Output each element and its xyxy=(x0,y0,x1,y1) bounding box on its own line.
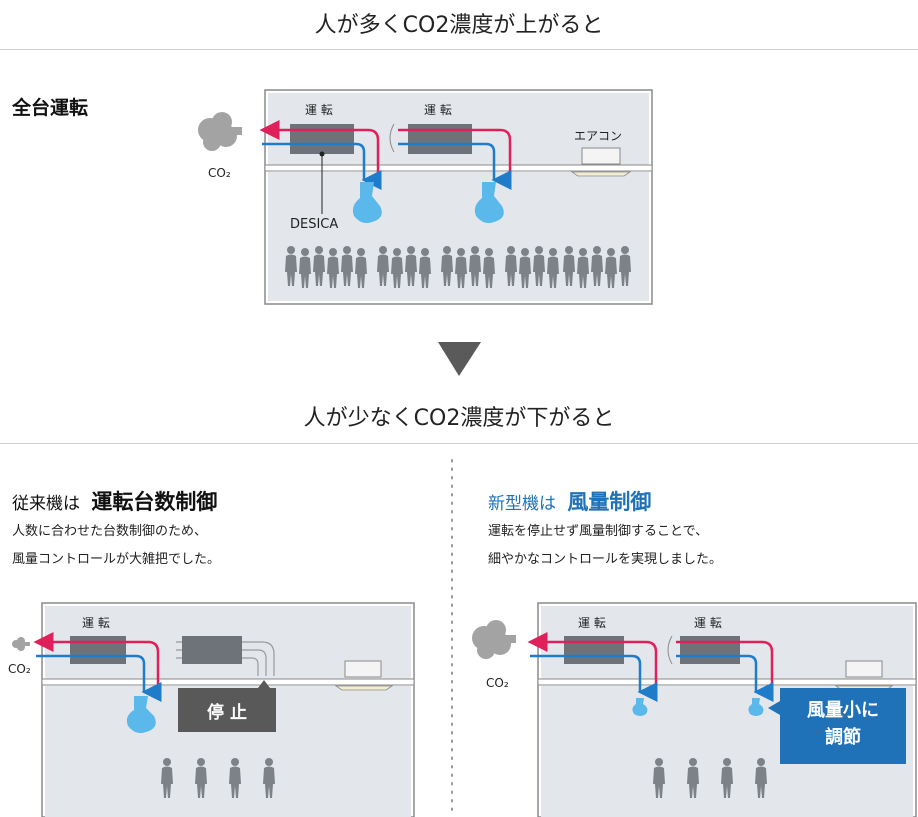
left-aircon xyxy=(334,660,394,691)
top-aircon xyxy=(570,147,632,177)
top-co2-label: CO₂ xyxy=(208,166,231,180)
right-description: 運転を停止せず風量制御することで、 細やかなコントロールを実現しました。 xyxy=(488,518,722,574)
left-desica-unit-stopped xyxy=(182,636,242,664)
top-ducts xyxy=(259,120,512,190)
desica-leader-dot xyxy=(319,151,325,157)
right-desica-unit-1 xyxy=(564,636,624,664)
left-title: 従来機は 運転台数制御 xyxy=(12,486,217,516)
down-arrow-triangle xyxy=(438,342,481,376)
left-description: 人数に合わせた台数制御のため、 風量コントロールが大雑把でした。 xyxy=(12,518,220,574)
left-title-main: 運転台数制御 xyxy=(91,490,218,514)
top-co2-cloud xyxy=(198,112,242,151)
right-title-prefix: 新型機は xyxy=(488,494,556,514)
left-co2-cloud xyxy=(12,637,30,651)
left-unit1-label: 運 転 xyxy=(82,616,110,630)
right-unit2-label: 運 転 xyxy=(694,616,722,630)
left-airflow xyxy=(126,696,156,734)
right-unit1-label: 運 転 xyxy=(578,616,606,630)
middle-divider xyxy=(0,443,918,444)
right-ducts xyxy=(527,632,774,702)
top-unit2-label: 運 転 xyxy=(424,103,452,117)
airflow-badge-line2: 調節 xyxy=(825,727,861,748)
left-co2-label: CO₂ xyxy=(8,662,31,676)
airflow-badge-text: 風量小に 調節 xyxy=(780,697,906,751)
left-desc-line1: 人数に合わせた台数制御のため、 xyxy=(12,524,208,539)
left-stop-badge xyxy=(178,680,276,732)
mode-title: 全台運転 xyxy=(12,97,89,119)
top-heading: 人が多くCO2濃度が上がると xyxy=(314,13,604,38)
right-title-main: 風量制御 xyxy=(567,490,652,514)
top-desica-unit-1 xyxy=(290,124,354,154)
top-unit1-label: 運 転 xyxy=(305,103,333,117)
left-title-prefix: 従来機は xyxy=(12,494,80,514)
right-co2-label: CO₂ xyxy=(486,676,509,690)
top-desica-unit-2 xyxy=(408,124,472,154)
desica-label: DESICA xyxy=(290,217,339,232)
right-desc-line1: 運転を停止せず風量制御することで、 xyxy=(488,524,709,539)
right-co2-cloud xyxy=(472,620,516,659)
stop-label: 停 止 xyxy=(207,703,247,723)
right-airflow-small xyxy=(632,698,764,716)
left-ducts xyxy=(33,632,162,702)
top-divider xyxy=(0,49,918,50)
left-desc-line2: 風量コントロールが大雑把でした。 xyxy=(12,552,221,567)
airflow-badge-line1: 風量小に xyxy=(807,700,879,721)
right-desc-line2: 細やかなコントロールを実現しました。 xyxy=(488,552,723,567)
aircon-label: エアコン xyxy=(574,129,623,143)
right-desica-unit-2 xyxy=(680,636,740,664)
left-desica-unit-running xyxy=(70,636,126,664)
right-airflow-badge xyxy=(768,688,906,764)
top-airflow xyxy=(352,182,504,224)
left-stopped-ducts xyxy=(176,641,275,676)
right-title: 新型機は 風量制御 xyxy=(488,486,651,516)
middle-heading: 人が少なくCO2濃度が下がると xyxy=(303,406,615,431)
